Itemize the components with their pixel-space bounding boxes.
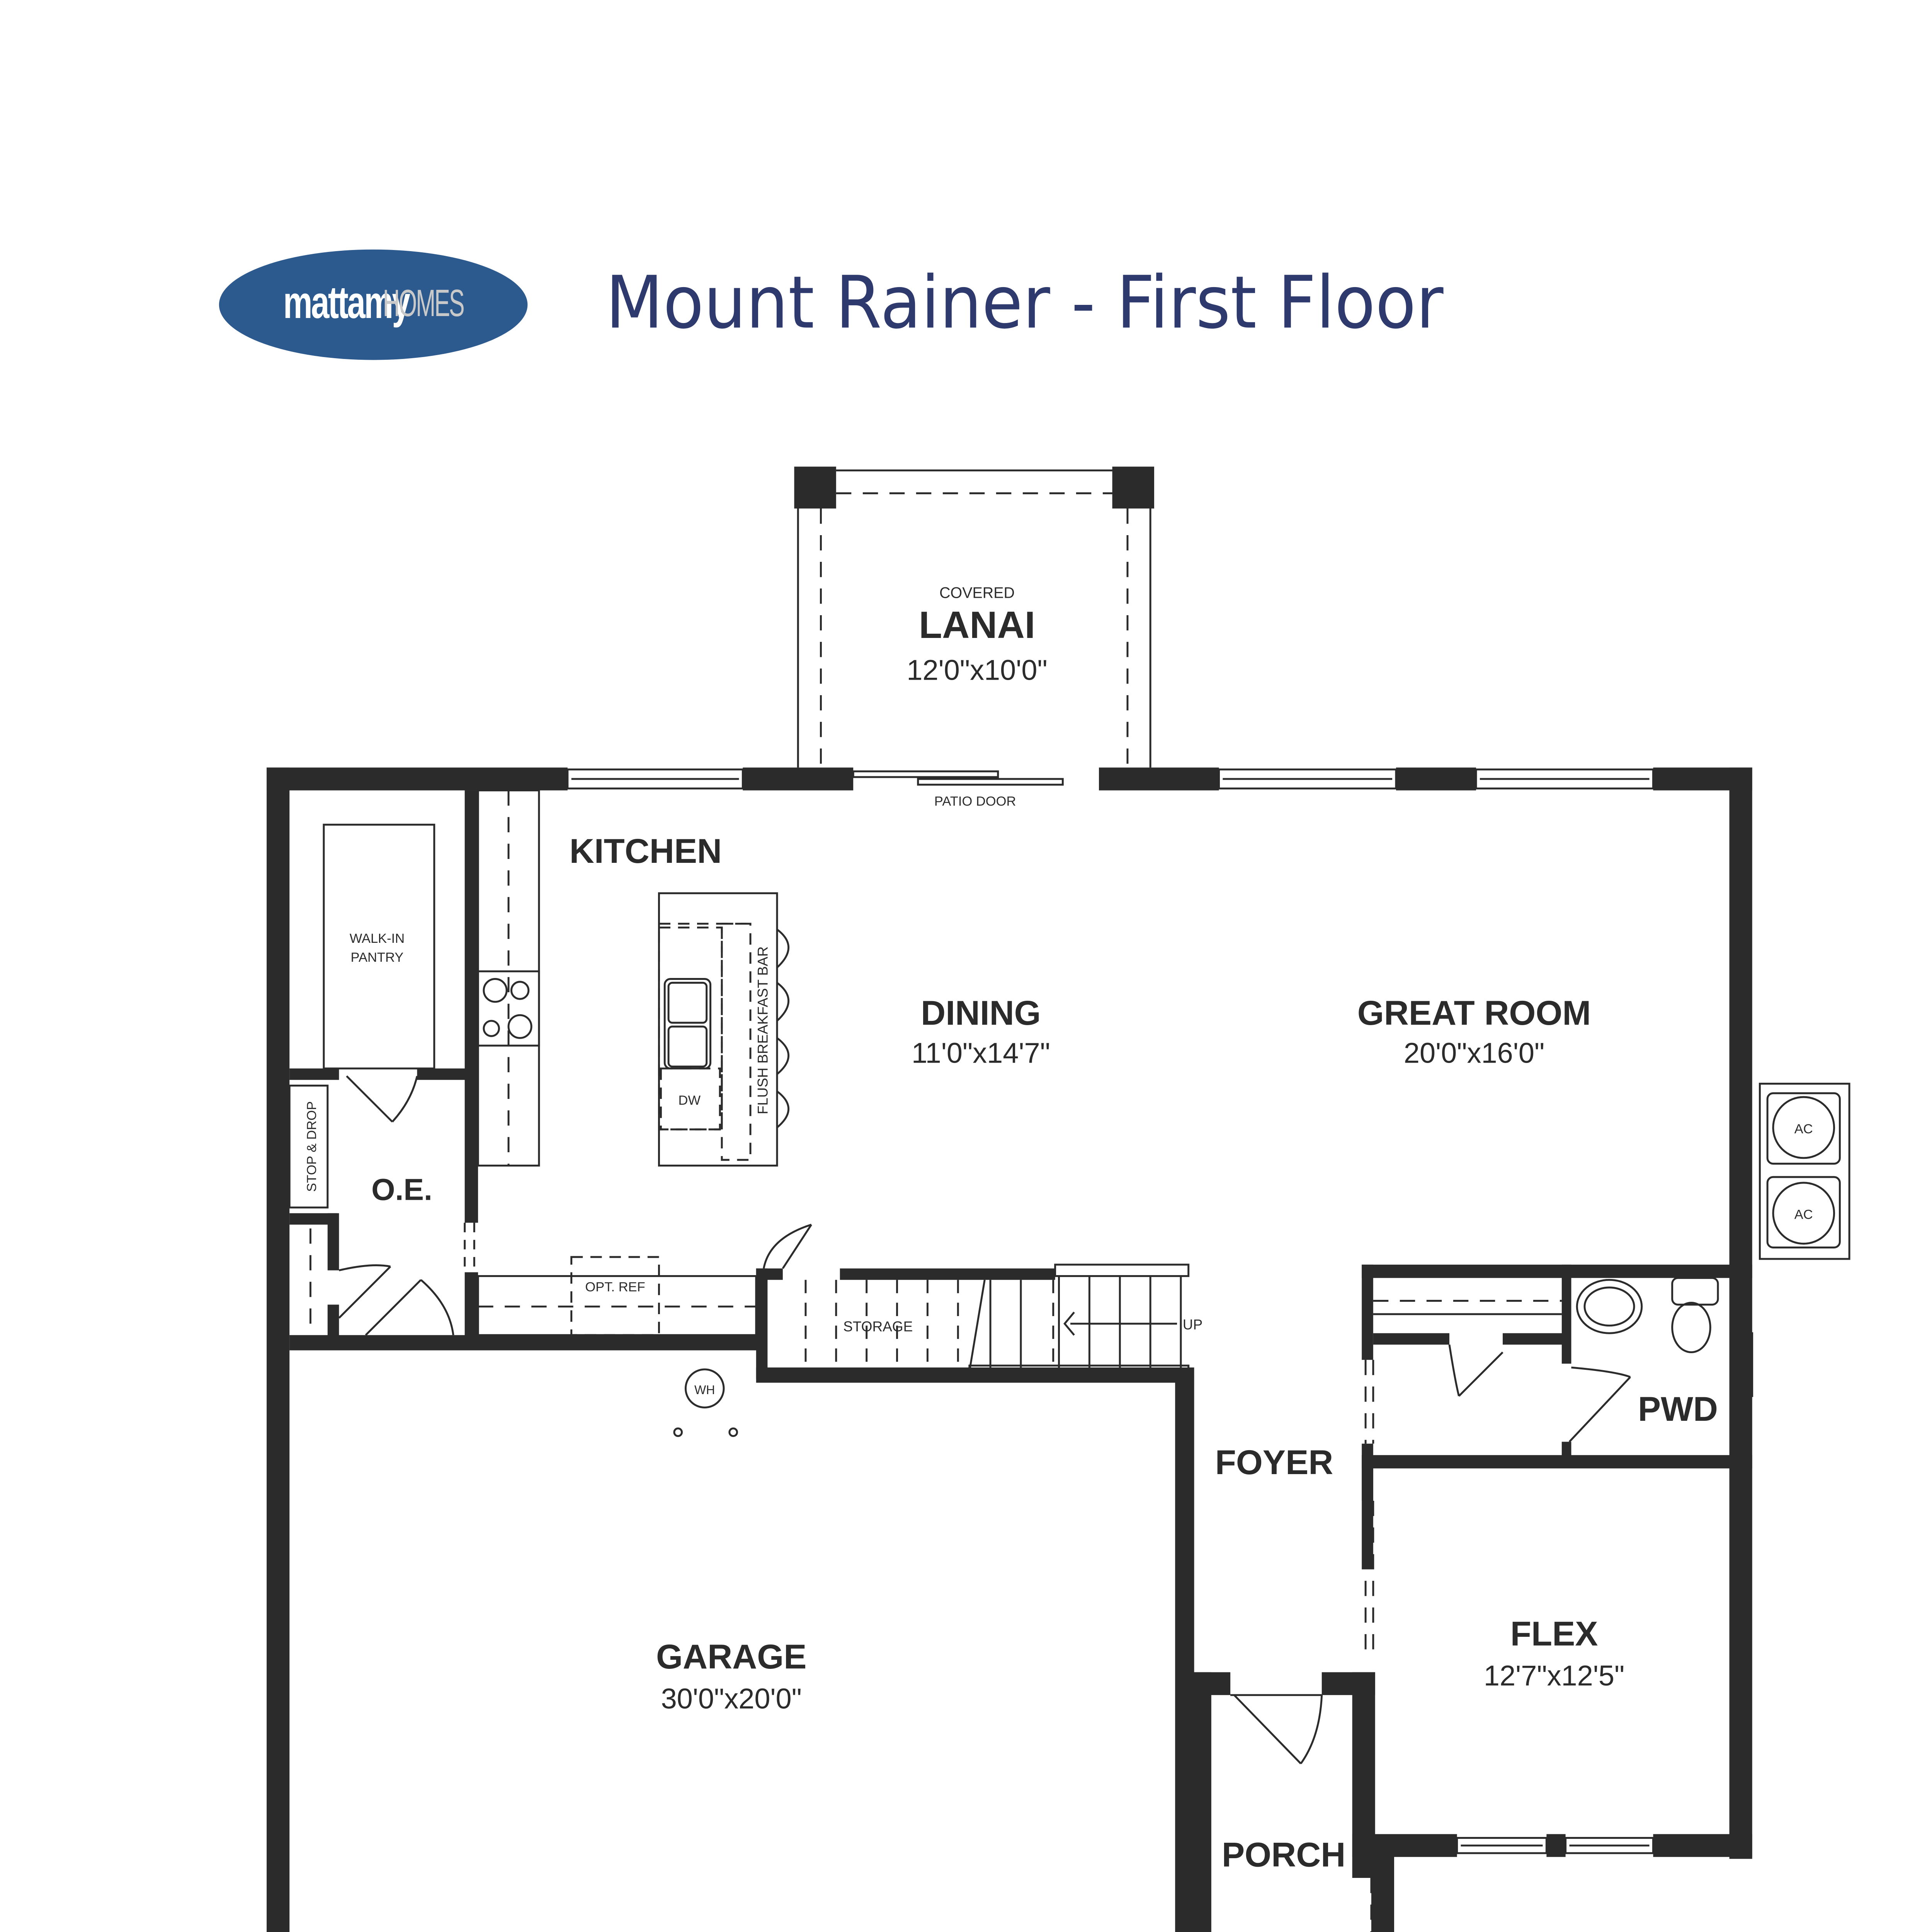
patio-door-label: PATIO DOOR [934,794,1016,809]
room-label-kitchen: KITCHEN [570,832,722,870]
logo-wordmark-secondary: HOMES [382,282,464,325]
opt-ref-label: OPT. REF [585,1280,645,1294]
room-label-pwd: PWD [1638,1390,1718,1428]
room-dims-garage: 30'0"x20'0" [661,1682,802,1714]
pantry-label-line2: PANTRY [351,950,404,965]
stop-drop-label: STOP & DROP [304,1101,319,1192]
exterior-walls [267,466,1752,1932]
water-heater-label: WH [694,1383,715,1397]
room-dims-dining: 11'0"x14'7" [912,1037,1050,1069]
room-label-oe: O.E. [371,1172,432,1206]
ac-unit-1-label: AC [1794,1122,1813,1136]
room-dims-lanai: 12'0"x10'0" [906,654,1047,686]
page-title: Mount Rainer - First Floor [605,261,1444,345]
room-label-flex: FLEX [1510,1615,1598,1653]
storage-label: STORAGE [843,1318,913,1334]
room-label-porch: PORCH [1222,1835,1345,1874]
logo-wordmark-primary: mattamy [283,278,410,330]
room-label-garage: GARAGE [656,1638,806,1676]
pantry-label-line1: WALK-IN [350,931,405,946]
room-dims-flex: 12'7"x12'5" [1484,1660,1624,1692]
room-label-dining: DINING [921,994,1041,1032]
room-label-lanai: LANAI [919,604,1035,646]
interior-walls [289,790,1752,1570]
fixtures-lines [288,469,1850,1932]
dishwasher-label: DW [679,1093,701,1108]
room-label-foyer: FOYER [1215,1443,1333,1481]
room-label-great-room: GREAT ROOM [1357,994,1591,1032]
lanai-prefix: COVERED [939,585,1015,602]
breakfast-bar-label: FLUSH BREAKFAST BAR [755,946,770,1114]
stairs-up-label: UP [1183,1316,1202,1332]
room-dims-great-room: 20'0"x16'0" [1404,1037,1544,1069]
ac-unit-2-label: AC [1794,1208,1813,1222]
